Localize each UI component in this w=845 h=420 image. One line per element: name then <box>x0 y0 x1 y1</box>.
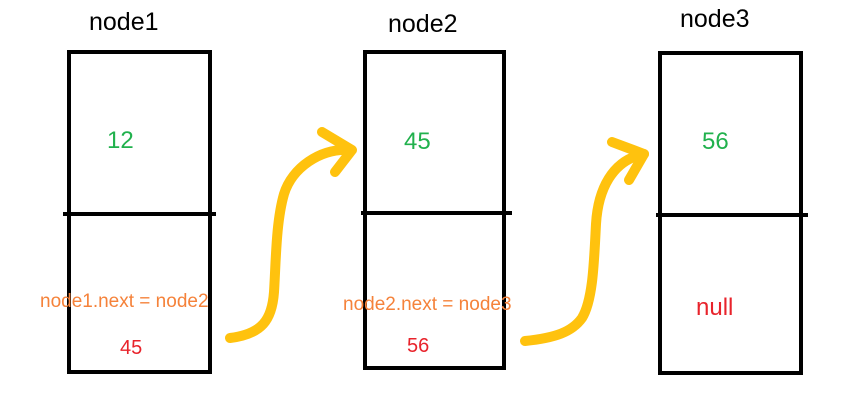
node1-data-value: 12 <box>107 127 134 154</box>
node2-box <box>363 50 506 370</box>
node1-next-label: node1.next = node2 <box>40 291 209 312</box>
node3-divider <box>656 213 808 217</box>
node1-divider <box>63 212 216 216</box>
node1-next-value: 45 <box>120 337 143 359</box>
node2-data-value: 45 <box>404 128 431 155</box>
node2-title: node2 <box>388 10 458 38</box>
node2-next-value: 56 <box>407 335 430 357</box>
node3-title: node3 <box>680 5 750 33</box>
node1-title: node1 <box>89 8 159 36</box>
node2-divider <box>361 211 512 215</box>
node2-next-label: node2.next = node3 <box>343 294 512 315</box>
arrow-node2-to-node3 <box>520 149 649 346</box>
arrow-node1-to-node2 <box>225 144 355 343</box>
arrowhead-node2 <box>317 127 357 177</box>
arrowhead-node3 <box>607 137 649 185</box>
node3-null-value: null <box>696 294 734 321</box>
node3-data-value: 56 <box>702 128 729 155</box>
